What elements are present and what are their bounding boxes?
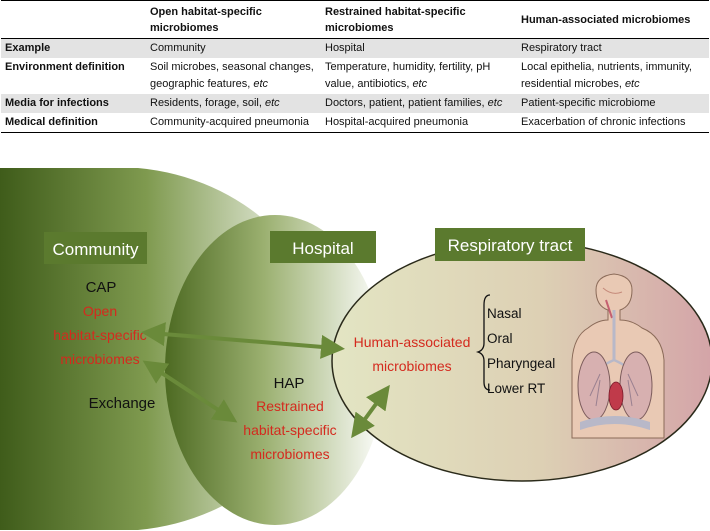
table-row-media: Media for infections Residents, forage, … <box>1 94 709 113</box>
table-cell: Doctors, patient, patient families, etc <box>321 94 517 113</box>
table-cell: Soil microbes, seasonal changes, geograph… <box>146 58 321 94</box>
table-cell: Hospital <box>321 38 517 58</box>
row-label: Example <box>1 38 146 58</box>
etc-abbreviation: etc <box>412 78 428 90</box>
human-associated-line-2: microbiomes <box>372 358 451 374</box>
table-row-environment: Environment definition Soil microbes, se… <box>1 58 709 94</box>
cell-line: Soil microbes, seasonal changes, <box>150 61 314 73</box>
exchange-arrow-hospital-respiratory <box>351 384 390 439</box>
open-habitat-line-2: habitat-specific <box>53 327 146 343</box>
header-open-habitat: Open habitat-specific microbiomes <box>150 5 262 34</box>
table-header-row: Open habitat-specific microbiomes Restra… <box>1 0 709 39</box>
site-nasal: Nasal <box>487 306 522 321</box>
open-habitat-line-3: microbiomes <box>60 351 139 367</box>
header-blank <box>1 1 146 39</box>
restrained-habitat-line-1: Restrained <box>256 398 324 414</box>
community-label-box <box>44 232 147 264</box>
header-restrained-habitat: Restrained habitat-specific microbiomes <box>325 5 466 34</box>
human-respiratory-illustration <box>571 273 665 439</box>
exchange-arrow-to-respiratory <box>141 322 345 359</box>
etc-abbreviation: etc <box>624 78 640 90</box>
cell-line: geographic features, etc <box>150 78 269 90</box>
table-cell: Community-acquired pneumonia <box>150 116 309 128</box>
table-cell: Local epithelia, nutrients, immunity, res… <box>517 58 709 94</box>
habitat-diagram: Community Hospital Respiratory tract CAP… <box>0 160 710 531</box>
row-label: Environment definition <box>5 61 125 73</box>
row-label: Media for infections <box>1 94 146 113</box>
table-cell: Hospital-acquired pneumonia <box>325 116 469 128</box>
respiratory-label: Respiratory tract <box>448 236 573 255</box>
community-label: Community <box>53 240 139 259</box>
respiratory-label-box <box>435 228 585 261</box>
restrained-habitat-line-3: microbiomes <box>250 446 329 462</box>
cap-label: CAP <box>86 279 117 296</box>
table-cell: Residents, forage, soil, etc <box>146 94 321 113</box>
sites-bracket <box>475 294 491 391</box>
exchange-label: Exchange <box>89 395 156 412</box>
table-cell: Exacerbation of chronic infections <box>521 116 686 128</box>
restrained-habitat-line-2: habitat-specific <box>243 422 336 438</box>
etc-abbreviation: etc <box>253 78 269 90</box>
etc-abbreviation: etc <box>264 97 280 109</box>
etc-abbreviation: etc <box>487 97 503 109</box>
open-habitat-line-1: Open <box>83 303 117 319</box>
comparison-table-container: Open habitat-specific microbiomes Restra… <box>0 0 710 160</box>
cell-line: value, antibiotics, etc <box>325 78 428 90</box>
human-associated-line-1: Human-associated <box>354 334 471 350</box>
table-cell: Patient-specific microbiome <box>517 94 709 113</box>
cell-line: Local epithelia, nutrients, immunity, <box>521 61 692 73</box>
habitat-diagram-svg: Community Hospital Respiratory tract CAP… <box>0 168 710 530</box>
hap-label: HAP <box>274 375 305 392</box>
table-cell: Respiratory tract <box>517 38 709 58</box>
site-oral: Oral <box>487 331 513 346</box>
table-cell: Community <box>146 38 321 58</box>
cell-line: Temperature, humidity, fertility, pH <box>325 61 491 73</box>
site-lower-rt: Lower RT <box>487 381 545 396</box>
site-pharyngeal: Pharyngeal <box>487 356 555 371</box>
table-cell: Temperature, humidity, fertility, pH valu… <box>321 58 517 94</box>
comparison-table: Open habitat-specific microbiomes Restra… <box>1 0 709 133</box>
hospital-label-box <box>270 231 376 263</box>
cell-line: residential microbes, etc <box>521 78 640 90</box>
exchange-arrow-to-hospital <box>142 360 238 423</box>
table-row-medical: Medical definition Community-acquired pn… <box>1 113 709 133</box>
hospital-habitat-shape <box>165 215 385 525</box>
row-label: Medical definition <box>5 116 98 128</box>
table-row-example: Example Community Hospital Respiratory t… <box>1 38 709 58</box>
hospital-label: Hospital <box>292 239 353 258</box>
header-human-associated: Human-associated microbiomes <box>521 13 691 26</box>
